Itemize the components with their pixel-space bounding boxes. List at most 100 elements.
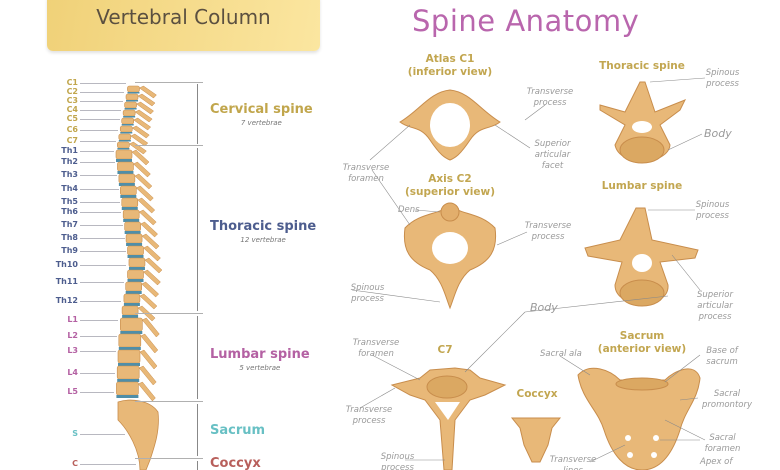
- sacral-foramen: [625, 435, 631, 441]
- vertebral-body: [117, 161, 134, 172]
- intervertebral-disc: [123, 219, 140, 222]
- annotation: Sacral foramen: [704, 433, 741, 454]
- annotation: Transverse foramen: [352, 338, 400, 359]
- vertebral-body: [122, 209, 140, 220]
- vertebra-leader-line: [80, 336, 117, 337]
- spinous-process: [138, 381, 156, 402]
- spinous-process: [128, 141, 147, 155]
- vertebra-leader-line: [80, 202, 121, 203]
- region-name: Sacrum: [210, 423, 266, 438]
- annotation: Transverse foramen: [342, 163, 390, 184]
- spinous-process: [137, 93, 156, 107]
- vertebral-body: [116, 381, 139, 396]
- vertebra-label-th9: Th9: [61, 246, 78, 255]
- vertebra-leader-line: [80, 119, 120, 120]
- annotation: Transverse lines: [549, 455, 597, 470]
- vertebra-label-th5: Th5: [61, 197, 78, 206]
- vertebral-body: [127, 269, 144, 280]
- intervertebral-disc: [117, 171, 134, 174]
- vertebral-body: [117, 349, 141, 364]
- region-count: 12 vertebrae: [240, 236, 286, 244]
- intervertebral-disc: [120, 195, 137, 198]
- vertebra-label-th7: Th7: [61, 220, 78, 229]
- base-of-sacrum: [615, 377, 669, 391]
- vertebra-label-th10: Th10: [55, 260, 78, 269]
- leader-line: [667, 133, 703, 151]
- coccyx-bracket: [197, 461, 198, 470]
- vertebra-label-l4: L4: [67, 368, 78, 377]
- vertebra-label-c2: C2: [66, 87, 78, 96]
- heading-subtext: (inferior view): [407, 66, 493, 78]
- leader-line: [371, 354, 421, 381]
- lumbar-bracket: [197, 316, 198, 399]
- spinous-process: [141, 233, 160, 250]
- vertebra-leader-line: [80, 225, 123, 226]
- sacrum-side-view: [117, 399, 159, 470]
- vertebra-leader-line: [80, 265, 127, 266]
- spinous-process: [140, 221, 159, 238]
- annotation: Sacral promontory: [701, 389, 753, 410]
- spinous-process: [131, 125, 150, 139]
- annotation: Spinous process: [705, 68, 740, 89]
- banner-title: Vertebral Column: [96, 5, 271, 29]
- vertebral-body: [426, 375, 468, 399]
- divider-line: [135, 401, 203, 402]
- vertebra-label-l5: L5: [67, 387, 78, 396]
- vertebra-label-c1: C1: [66, 78, 78, 87]
- spinous-process: [141, 281, 160, 298]
- region-sacrum: Sacrum: [210, 423, 265, 438]
- vertebra-leader-line: [80, 141, 116, 142]
- spinous-process: [143, 269, 161, 286]
- vertebra-label-th2: Th2: [61, 157, 78, 166]
- intervertebral-disc: [126, 243, 143, 246]
- sacral-foramen: [627, 452, 633, 458]
- vertebra-leader-line: [80, 301, 121, 302]
- annotation: Base of sacrum: [706, 346, 738, 367]
- intervertebral-disc: [120, 331, 143, 334]
- vertebral-body: [619, 279, 665, 307]
- vertebral-body: [118, 133, 132, 141]
- spinous-process: [144, 257, 163, 274]
- vertebral-body: [128, 257, 146, 268]
- vertebra-label-c4: C4: [66, 105, 78, 114]
- leader-line: [359, 387, 396, 409]
- vertebra-label-th6: Th6: [61, 207, 78, 216]
- vertebral-column-banner: Vertebral Column: [47, 0, 320, 51]
- divider-line: [135, 458, 203, 459]
- vertebral-body: [123, 293, 141, 304]
- vertebra-label-c5: C5: [66, 114, 78, 123]
- vertebra-leader-line: [80, 110, 122, 111]
- heading-subtext: (anterior view): [597, 343, 687, 355]
- spinous-process: [134, 109, 153, 123]
- vertebra-label-l3: L3: [67, 346, 78, 355]
- spinous-process: [136, 101, 154, 115]
- thoracic-bracket: [197, 148, 198, 311]
- heading-coccyx: Coccyx: [516, 388, 558, 400]
- vertebra-label-th11: Th11: [55, 277, 78, 286]
- leader-line: [414, 209, 441, 213]
- vertebra-leader-line: [80, 320, 118, 321]
- spinous-process: [141, 317, 160, 338]
- vertebral-foramen: [432, 232, 468, 264]
- leader-line: [371, 169, 411, 226]
- leader-line: [664, 354, 701, 383]
- divider-line: [135, 82, 203, 83]
- leader-line: [664, 419, 706, 441]
- vertebra-leader-line: [80, 151, 115, 152]
- divider-line: [135, 313, 203, 314]
- intervertebral-disc: [127, 92, 140, 94]
- spinous-process: [140, 333, 159, 354]
- vertebra-label-c6: C6: [66, 125, 78, 134]
- vertebra-leader-line: [80, 251, 127, 252]
- vertebral-body: [118, 173, 136, 184]
- intervertebral-disc: [118, 347, 141, 350]
- vertebral-body: [125, 93, 139, 101]
- annotation: Spinous process: [350, 283, 385, 304]
- vertebra-leader-line: [80, 162, 116, 163]
- intervertebral-disc: [123, 116, 136, 118]
- vertebral-body: [125, 233, 143, 244]
- intervertebral-disc: [117, 379, 140, 382]
- divider-line: [135, 145, 203, 146]
